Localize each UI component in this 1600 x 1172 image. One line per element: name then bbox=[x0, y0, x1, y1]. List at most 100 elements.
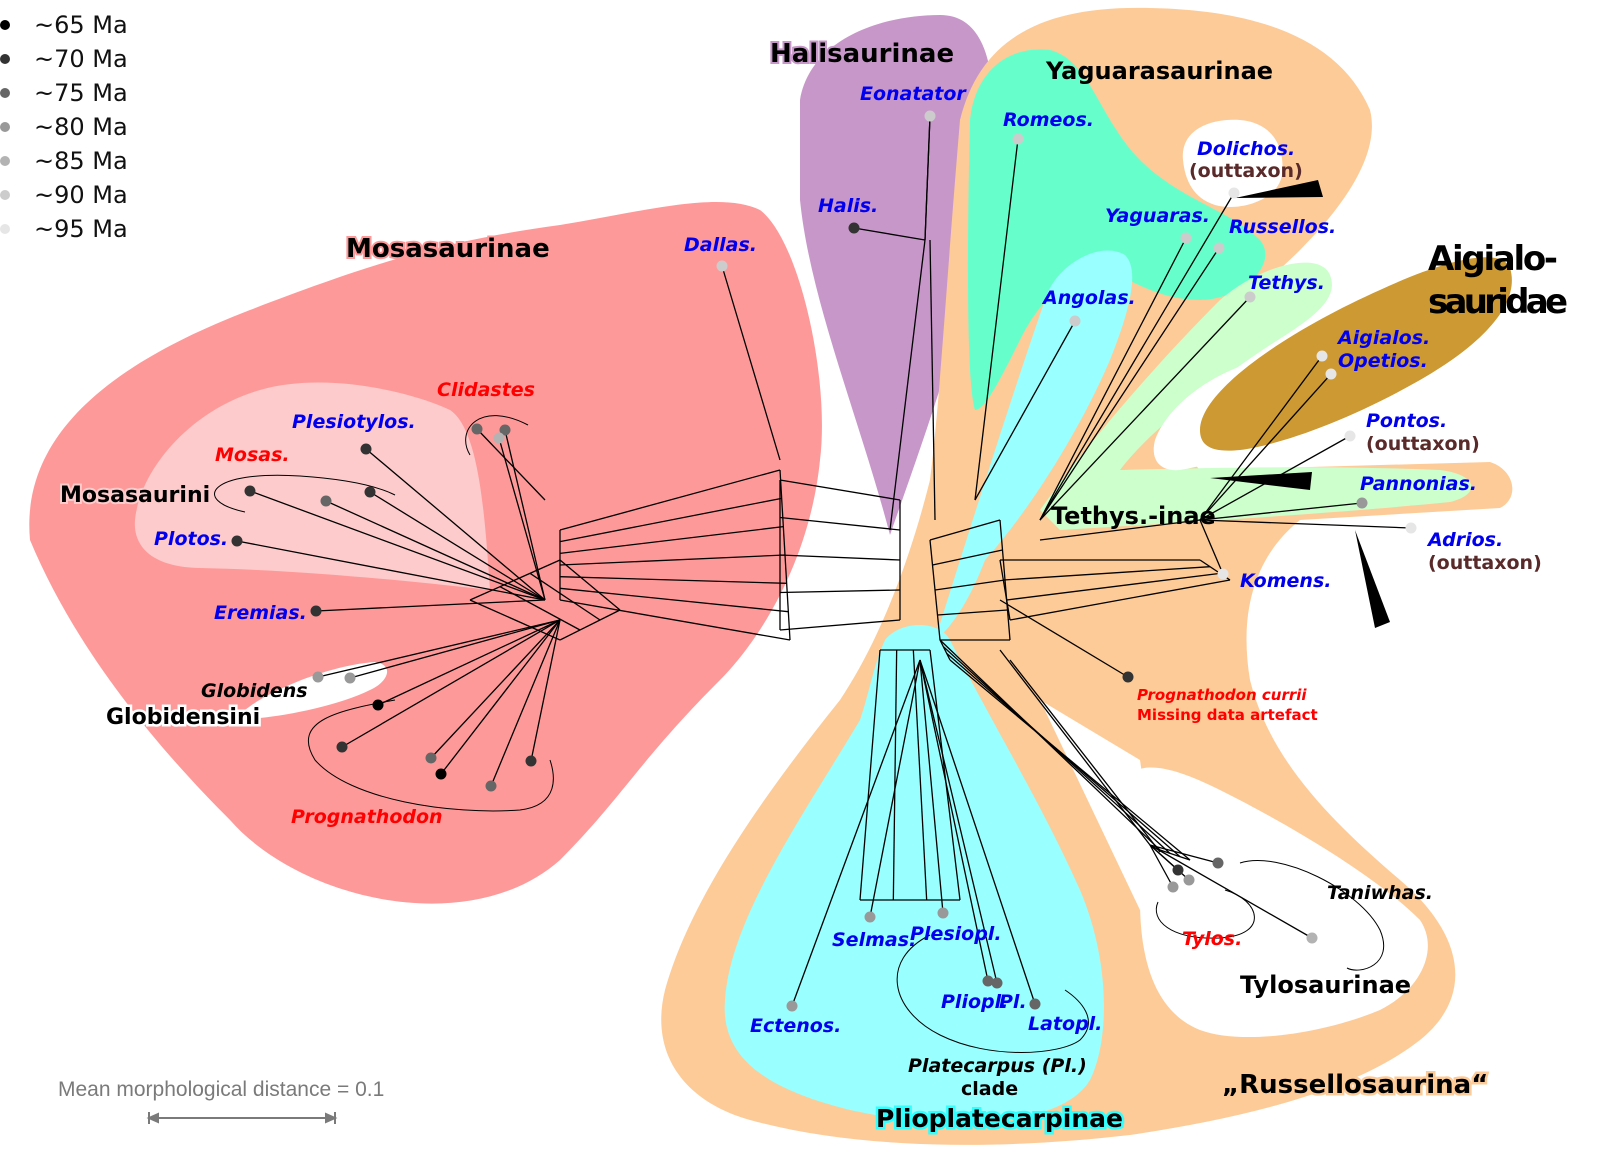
clade-label-yaguarasaurinae: Yaguarasaurinae bbox=[1045, 57, 1273, 85]
clade-label-halisaurinae: Halisaurinae bbox=[770, 39, 954, 69]
taxon-dot-pannonias bbox=[1356, 497, 1368, 509]
network-edge bbox=[249, 490, 546, 601]
taxon-dot-eremias bbox=[310, 605, 322, 617]
taxon-label-tethys: Tethys. bbox=[1248, 272, 1325, 294]
clade-label-tylosaurinae: Tylosaurinae bbox=[1240, 971, 1411, 999]
network-edge bbox=[1039, 247, 1220, 521]
network-edge bbox=[949, 659, 1191, 861]
network-edge bbox=[317, 619, 561, 678]
network-edge bbox=[1009, 659, 1161, 853]
network-edge bbox=[559, 576, 787, 584]
legend-label: ~65 Ma bbox=[34, 11, 128, 39]
network-edge bbox=[932, 549, 1003, 566]
network-edge bbox=[791, 659, 921, 1007]
clade-label-plioplatecarpinae: Plioplatecarpinae bbox=[876, 1104, 1123, 1133]
network-edge bbox=[559, 559, 621, 611]
network-edge bbox=[939, 639, 951, 661]
bracket-mosas bbox=[214, 474, 396, 513]
network-edge bbox=[1199, 519, 1412, 529]
scale-bar-label: Mean morphological distance = 0.1 bbox=[58, 1078, 385, 1101]
taxon-dot bbox=[1183, 874, 1195, 886]
legend-label: ~80 Ma bbox=[34, 113, 128, 141]
network-edge bbox=[559, 609, 621, 641]
network-edge bbox=[341, 619, 561, 748]
legend-item: ~80 Ma bbox=[0, 110, 128, 144]
region-dolichos-outtaxon bbox=[1182, 119, 1283, 207]
network-edge bbox=[1039, 192, 1235, 521]
taxon-dot bbox=[435, 768, 447, 780]
network-edge bbox=[325, 500, 546, 601]
taxon-dot-clidastes bbox=[471, 423, 483, 435]
taxon-dot bbox=[425, 752, 437, 764]
network-edge bbox=[779, 479, 901, 501]
network-edge bbox=[974, 138, 1019, 501]
clade-label-globidensini: Globidensini bbox=[106, 705, 260, 730]
taxon-label-pannonias: Pannonias. bbox=[1360, 473, 1477, 495]
taxon-label-plesiotylos: Plesiotylos. bbox=[292, 411, 416, 433]
taxon-dot-pl bbox=[991, 977, 1003, 989]
taxon-label-yaguaras: Yaguaras. bbox=[1105, 205, 1210, 227]
taxon-label-plesiopl: Plesiopl. bbox=[910, 923, 1002, 945]
taxon-dot bbox=[485, 780, 497, 792]
taxon-dot-selmas bbox=[864, 911, 876, 923]
clade-label-aigialosauridae-1: Aigialo- bbox=[1428, 239, 1558, 279]
taxon-dot bbox=[493, 432, 505, 444]
network-edge bbox=[430, 619, 561, 759]
taxon-label-pliopl: Pliopl. bbox=[941, 991, 1008, 1013]
clade-label-aigialosauridae-2: sauridae bbox=[1428, 282, 1568, 322]
network-edge bbox=[919, 659, 1036, 1005]
network-edge bbox=[559, 554, 786, 566]
taxon-label-aigialos: Aigialos. bbox=[1336, 327, 1430, 349]
taxon-dot bbox=[499, 424, 511, 436]
taxon-dot-tylos bbox=[1167, 881, 1179, 893]
taxon-note-adrios: (outtaxon) bbox=[1428, 552, 1542, 574]
network-edge bbox=[498, 437, 546, 601]
network-edge bbox=[1009, 579, 1231, 621]
network-edge bbox=[1149, 844, 1219, 864]
scale-bar: Mean morphological distance = 0.1 bbox=[58, 1078, 384, 1102]
taxon-label-ectenos: Ectenos. bbox=[750, 1015, 841, 1037]
network-edge bbox=[1159, 849, 1191, 861]
clade-brackets bbox=[214, 415, 1385, 1053]
network-edge bbox=[1039, 519, 1201, 541]
clade-label-platecarpus-1: Platecarpus (Pl.) bbox=[908, 1055, 1087, 1077]
network-edge bbox=[469, 599, 561, 641]
network-edge bbox=[1199, 502, 1363, 521]
network-edge bbox=[1003, 566, 1211, 581]
taxon-label-tylos: Tylos. bbox=[1182, 928, 1242, 950]
network-edge bbox=[937, 609, 1008, 616]
taxon-dot-halis bbox=[848, 222, 860, 234]
taxon-label-pontos: Pontos. bbox=[1366, 410, 1447, 432]
legend-item: ~65 Ma bbox=[0, 8, 128, 42]
network-edge bbox=[859, 649, 881, 901]
bracket-prognathodon bbox=[308, 699, 554, 812]
taxon-dot bbox=[1172, 864, 1184, 876]
network-edge bbox=[559, 469, 781, 531]
network-edge bbox=[869, 659, 921, 918]
taxon-note-pontos: (outtaxon) bbox=[1366, 433, 1480, 455]
taxon-label-eremias: Eremias. bbox=[214, 602, 307, 624]
taxon-dot bbox=[344, 672, 356, 684]
taxon-note-prognathodon_currii: Missing data artefact bbox=[1137, 706, 1318, 724]
taxon-label-prognathodon: Prognathodon bbox=[291, 806, 443, 828]
network-edge bbox=[919, 659, 989, 982]
taxon-label-globidens: Globidens bbox=[201, 680, 308, 702]
network-edge bbox=[779, 516, 901, 531]
taxon-dot-ectenos bbox=[786, 1000, 798, 1012]
taxon-dot-pliopl bbox=[982, 975, 994, 987]
age-dot-icon bbox=[0, 88, 10, 98]
taxon-dot-plesiotylos bbox=[360, 443, 372, 455]
network-edge bbox=[440, 619, 561, 775]
age-dot-icon bbox=[0, 190, 10, 200]
taxon-dot bbox=[320, 495, 332, 507]
network-edge bbox=[889, 239, 926, 531]
legend-label: ~95 Ma bbox=[34, 215, 128, 243]
taxon-label-dallas: Dallas. bbox=[684, 234, 757, 256]
region-angolasaurus bbox=[935, 250, 1133, 640]
network-edge bbox=[919, 659, 998, 984]
age-legend: ~65 Ma~70 Ma~75 Ma~80 Ma~85 Ma~90 Ma~95 … bbox=[0, 8, 128, 246]
network-edge bbox=[530, 619, 561, 762]
legend-label: ~75 Ma bbox=[34, 79, 128, 107]
age-dot-icon bbox=[0, 156, 10, 166]
legend-item: ~75 Ma bbox=[0, 76, 128, 110]
